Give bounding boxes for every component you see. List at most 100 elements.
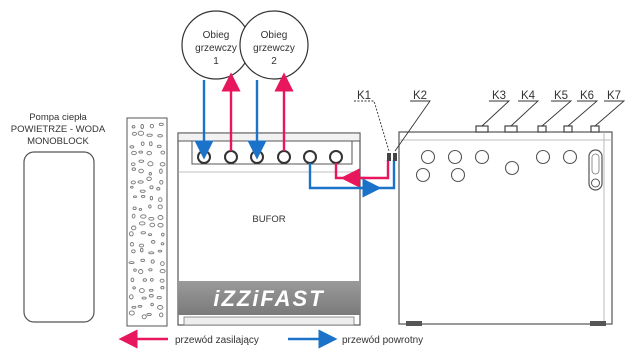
buffer-port [303, 150, 317, 164]
wall-pebble [139, 288, 145, 294]
wall-pebble [139, 189, 146, 193]
wall-pebble [129, 242, 134, 247]
heating-circuit-2: Obieg grzewczy 2 [239, 10, 309, 80]
side-connections [387, 153, 397, 161]
buffer-port [329, 150, 343, 164]
return-pipe-unit [308, 160, 396, 190]
wall-pebble [149, 123, 155, 129]
wall-pebble [138, 207, 143, 211]
wall-pebble [141, 296, 147, 300]
wall-pebble [159, 278, 165, 283]
legend-supply-label: przewód zasilający [175, 335, 259, 346]
wall-pebble [130, 277, 135, 283]
wall-pebble [158, 122, 164, 127]
wall-pebble [140, 141, 145, 146]
legend: przewód zasilający przewód powrotny [118, 329, 423, 349]
connector-k4-fitting [504, 125, 518, 133]
wall-pebble [137, 305, 143, 308]
wall-pebble [149, 277, 154, 282]
k7-leader [594, 100, 626, 127]
wall-pebble [140, 214, 147, 219]
wall-pebble [150, 240, 156, 244]
wall-pebble [140, 124, 144, 129]
connector-label-k1: K1 [357, 90, 371, 102]
k5-leader [541, 100, 573, 127]
wall-pebble [160, 242, 165, 246]
wall-pebble [138, 150, 144, 154]
wall-pebble [138, 168, 144, 174]
wall-pebble [160, 261, 165, 267]
circuit-1-line1: Obieg [203, 30, 230, 41]
unit-pipes [308, 160, 396, 198]
connector-labels [354, 100, 626, 152]
connector-label-k3: K3 [492, 90, 506, 102]
wall-pebble [142, 278, 147, 282]
top-connectors [475, 125, 600, 133]
wall-pebble [138, 159, 145, 163]
circuit-2-line3: 2 [271, 56, 277, 67]
wall-pebble [147, 233, 153, 236]
wall-pebble [131, 305, 137, 309]
wall-pebble [131, 167, 136, 171]
wall-pebble [157, 305, 164, 310]
connector-k6-fitting [563, 125, 573, 133]
indoor-unit [387, 125, 613, 326]
wall-pebble [131, 249, 136, 254]
wall-pebble [149, 141, 153, 147]
wall-pebble [159, 162, 166, 167]
connector-label-k2: K2 [413, 90, 427, 102]
legend-return-label: przewód powrotny [342, 335, 423, 346]
unit-body [398, 131, 613, 325]
wall-pebble [146, 313, 152, 316]
wall-pebble [132, 206, 137, 210]
brand-band [178, 281, 360, 315]
wall-pebble [147, 161, 154, 167]
wall-pebble [160, 286, 165, 290]
k2-leader [394, 100, 431, 152]
wall-pebble [130, 180, 136, 185]
wall-pebble [149, 195, 154, 201]
wall-pebble [130, 162, 136, 167]
wall-pebble [141, 314, 147, 320]
wall-pebble [137, 130, 145, 136]
circuit-pipes [194, 72, 294, 160]
unit-knockouts [415, 149, 578, 183]
wall-pebble [157, 134, 163, 138]
sight-glass [588, 149, 603, 191]
heat-pump-line3: MONOBLOCK [27, 136, 89, 147]
connector-label-k7: K7 [607, 90, 621, 102]
circuit-1-line2: grzewczy [195, 43, 237, 54]
wall-pebble [138, 243, 145, 248]
wall-pebble [130, 185, 134, 189]
k6-leader [567, 100, 599, 127]
wall-pebble [131, 213, 136, 219]
wall-pebble [131, 131, 137, 136]
wall-pebble [131, 150, 137, 156]
wall-pebble [159, 312, 164, 318]
wall-pebble [139, 247, 144, 253]
k4-leader [510, 100, 540, 127]
wall-pebble [148, 251, 155, 255]
wall-pebble [157, 215, 164, 220]
wall-pebble [159, 268, 166, 274]
heat-pump-body [23, 151, 95, 323]
connector-label-k6: K6 [580, 90, 594, 102]
connector-label-k5: K5 [554, 90, 568, 102]
wall-pebble [146, 133, 153, 137]
wall-pebble [157, 222, 164, 228]
heat-pump: Pompa ciepła POWIETRZE - WODA MONOBLOCK [11, 112, 106, 323]
wall-pebble [131, 225, 137, 231]
buffer-port [250, 150, 264, 164]
wall-pebble [148, 288, 154, 292]
buffer-label: BUFOR [252, 214, 285, 225]
circuit-2-line1: Obieg [261, 30, 288, 41]
wall-pebble [140, 258, 145, 263]
wall-pebble [157, 249, 163, 253]
wall-pebble [146, 176, 152, 181]
wall [126, 117, 168, 327]
wall-pebble [148, 172, 152, 176]
wall-pebble [148, 294, 154, 298]
wall-pebble [146, 150, 152, 156]
wall-pebble [160, 150, 166, 155]
